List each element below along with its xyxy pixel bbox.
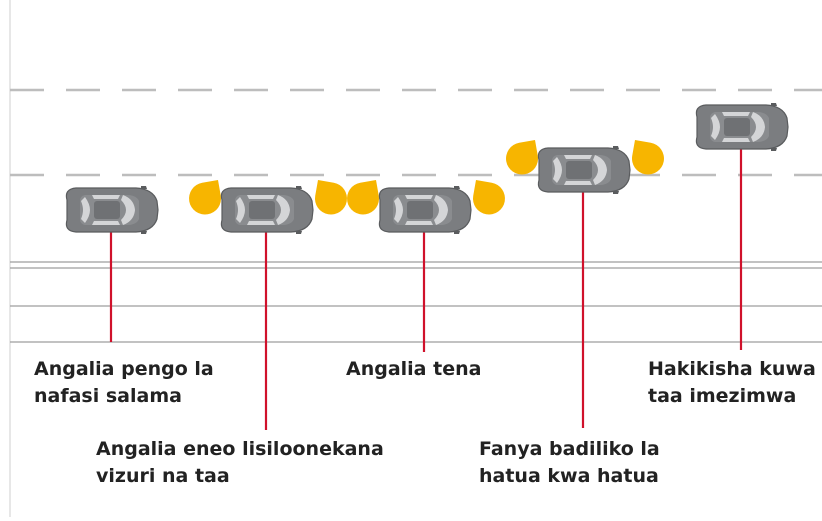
step-label-gap: Angalia pengo la nafasi salama [34, 356, 214, 410]
turn-signal-glow-rear [506, 140, 539, 175]
turn-signal-glow-front [631, 140, 664, 175]
road-lines [9, 0, 822, 517]
step-label-line: Hakikisha kuwa [648, 358, 816, 380]
turn-signal-glow-front [472, 180, 505, 215]
car-icon [220, 185, 314, 235]
step-label-line: Angalia pengo la [34, 358, 214, 380]
step-label-line: taa imezimwa [648, 385, 797, 407]
turn-signal-glow-rear [347, 180, 380, 215]
step-label-cancel: Hakikisha kuwa taa imezimwa [648, 356, 816, 410]
step-label-line: Fanya badiliko la [479, 438, 660, 460]
car-icon [537, 145, 631, 195]
turn-signal-glow-rear [189, 180, 222, 215]
car-icon [378, 185, 472, 235]
step-label-gradual: Fanya badiliko la hatua kwa hatua [479, 436, 660, 490]
step-label-recheck: Angalia tena [346, 356, 481, 383]
step-label-line: vizuri na taa [96, 465, 230, 487]
step-label-line: Angalia tena [346, 358, 482, 380]
step-label-line: nafasi salama [34, 385, 182, 407]
car-icon [695, 102, 789, 152]
car-icon [65, 185, 159, 235]
step-label-blindspot: Angalia eneo lisiloonekana vizuri na taa [96, 436, 384, 490]
turn-signal-glow-front [314, 180, 347, 215]
step-label-line: hatua kwa hatua [479, 465, 659, 487]
step-label-line: Angalia eneo lisiloonekana [96, 438, 384, 460]
